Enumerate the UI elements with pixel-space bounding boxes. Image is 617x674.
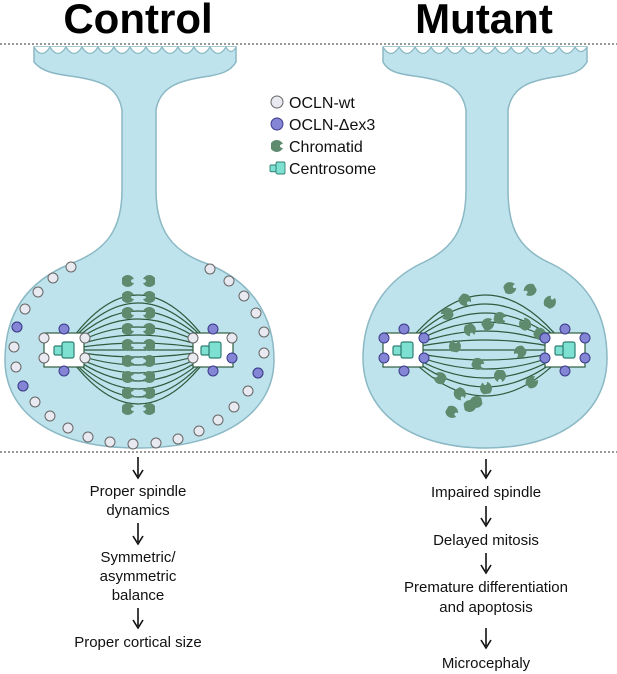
control-right-pole [187,323,238,377]
control-cell [4,45,275,450]
down-arrow-icon [132,608,144,630]
mutant-step-1: Impaired spindle [431,484,541,501]
legend-item-chromatid: Chromatid [271,139,363,156]
chromatid-icon [271,140,283,152]
control-step-1-line-2: dynamics [106,502,169,519]
legend-label: OCLN-Δex3 [289,117,375,134]
mutant-outcomes: Impaired spindle Delayed mitosis Prematu… [404,459,568,672]
legend-label: OCLN-wt [289,95,355,112]
down-arrow-icon [132,523,144,546]
legend-item-ocln-wt: OCLN-wt [270,95,355,112]
white-circle-icon [270,95,284,109]
mutant-apical-edge [382,45,588,55]
mutant-step-3-line-2: and apoptosis [439,599,532,616]
mutant-right-pole [539,323,591,377]
mutant-step-3-line-1: Premature differentiation [404,579,568,596]
down-arrow-icon [480,506,492,528]
control-step-2-line-3: balance [112,587,165,604]
down-arrow-icon [480,459,492,480]
legend-label: Centrosome [289,161,376,178]
control-step-2-line-1: Symmetric/ [101,549,177,566]
mutant-step-2: Delayed mitosis [433,532,539,549]
legend-item-ocln-dex3: OCLN-Δex3 [270,117,375,134]
centrosome-icon [269,161,286,175]
mutant-left-pole [378,323,430,377]
control-left-pole [38,323,91,377]
control-cell-body [4,46,275,449]
control-apical-edge [33,45,237,55]
control-title: Control [63,0,212,42]
down-arrow-icon [480,628,492,650]
legend-item-centrosome: Centrosome [269,161,376,178]
control-step-2-line-2: asymmetric [100,568,177,585]
mutant-cell [362,45,608,449]
down-arrow-icon [480,553,492,575]
control-outcomes: Proper spindle dynamics Symmetric/ asymm… [74,457,202,651]
control-step-1-line-1: Proper spindle [90,483,187,500]
legend-label: Chromatid [289,139,363,156]
blue-circle-icon [270,117,284,131]
control-membrane-ocln-dex3 [11,321,264,392]
mutant-title: Mutant [415,0,553,42]
down-arrow-icon [132,457,144,480]
legend: OCLN-wt OCLN-Δex3 Chromatid Centrosome [269,95,376,178]
control-step-3: Proper cortical size [74,634,202,651]
mutant-step-4: Microcephaly [442,655,531,672]
